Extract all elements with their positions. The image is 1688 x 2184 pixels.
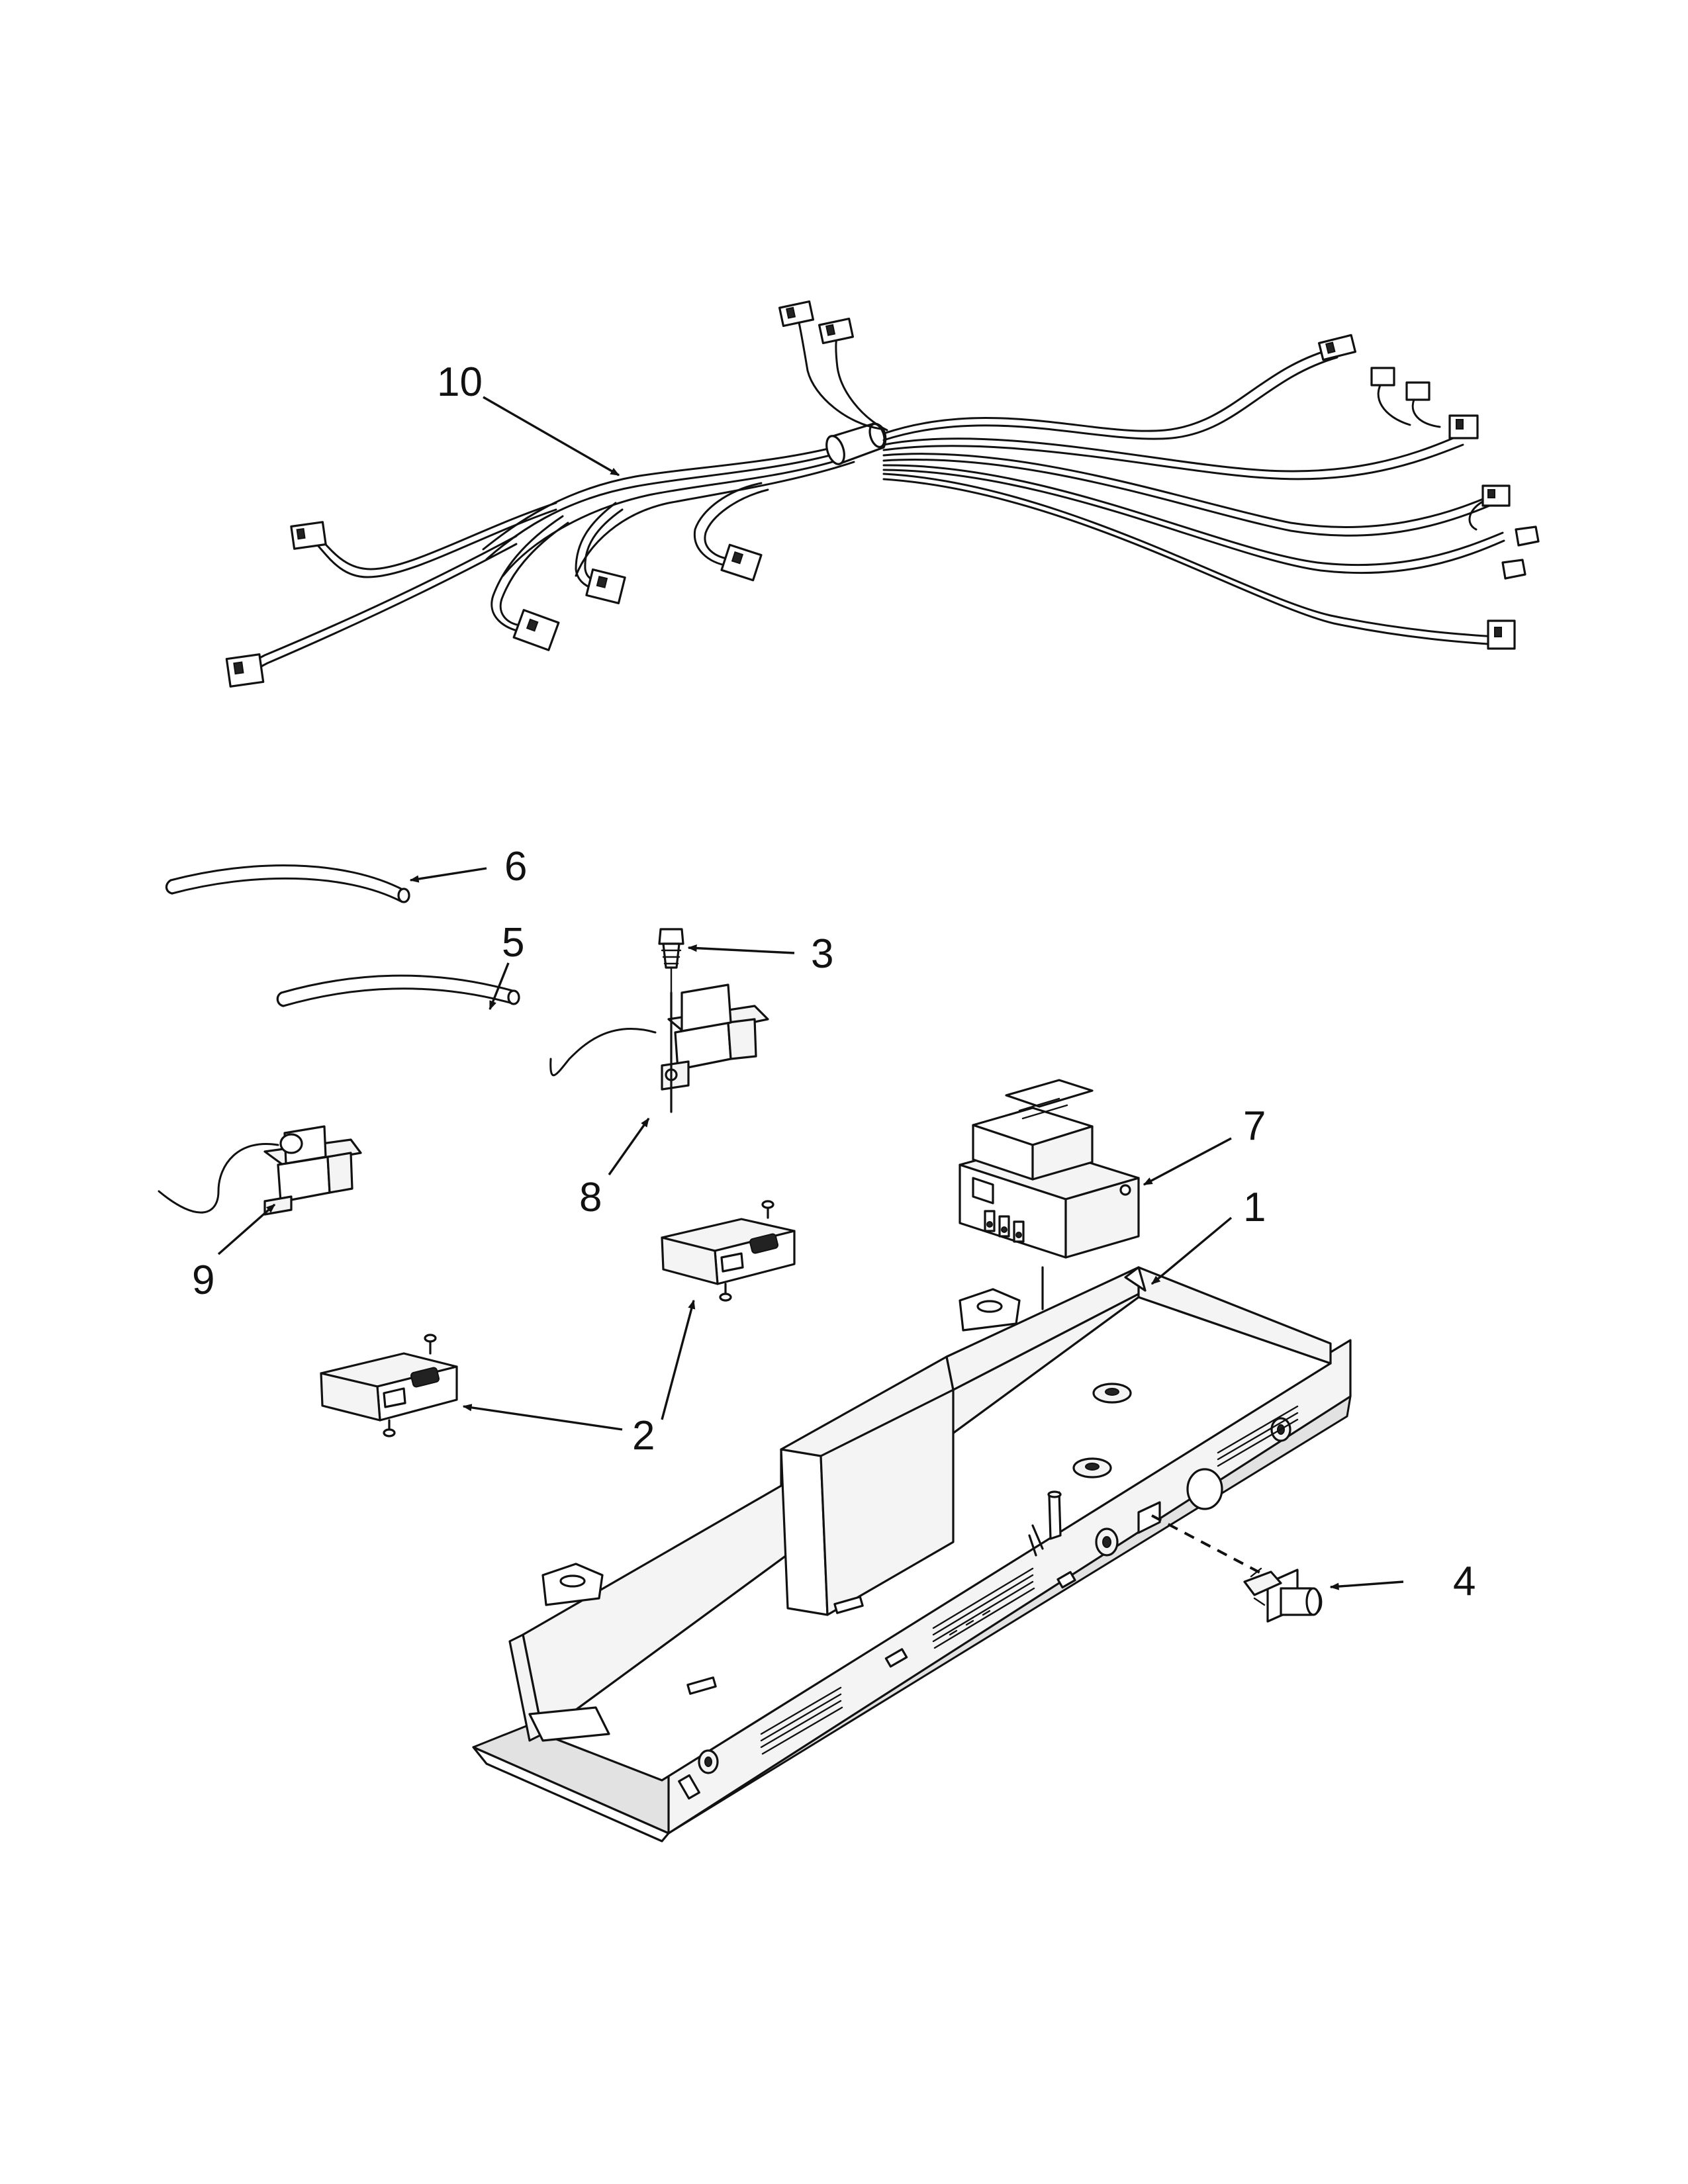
harness-connector-mid-2 bbox=[585, 568, 626, 605]
bracket-2-lower bbox=[320, 1334, 458, 1437]
callout-3: 3 bbox=[811, 931, 833, 977]
harness-connector-right-4 bbox=[1481, 484, 1511, 507]
switch-9 bbox=[158, 1125, 362, 1216]
callout-1: 1 bbox=[1243, 1185, 1266, 1230]
callout-8: 8 bbox=[579, 1175, 602, 1220]
callout-5: 5 bbox=[502, 920, 524, 966]
leader-7 bbox=[1143, 1137, 1232, 1186]
leader-4 bbox=[1329, 1580, 1404, 1590]
harness-connector-left-2 bbox=[225, 653, 265, 688]
tube-6 bbox=[165, 864, 410, 903]
leader-2-upper bbox=[661, 1299, 696, 1420]
harness-connector-right-2 bbox=[1370, 367, 1430, 401]
harness-connector-right-6 bbox=[1487, 619, 1516, 650]
callout-4: 4 bbox=[1453, 1559, 1476, 1604]
callout-7: 7 bbox=[1243, 1103, 1266, 1149]
leader-10 bbox=[483, 396, 620, 477]
harness-connector-mid-3 bbox=[720, 543, 763, 582]
callout-2: 2 bbox=[632, 1413, 655, 1459]
switch-8 bbox=[549, 983, 769, 1113]
wire-harness bbox=[225, 300, 1540, 688]
leader-5 bbox=[489, 962, 510, 1011]
harness-connector-right-5 bbox=[1501, 525, 1540, 580]
leader-lines bbox=[217, 396, 1404, 1590]
leader-3 bbox=[687, 944, 795, 954]
screw-3 bbox=[658, 928, 684, 994]
harness-connector-right-1 bbox=[1317, 334, 1357, 361]
tube-5 bbox=[276, 974, 520, 1007]
leader-6 bbox=[409, 867, 487, 883]
leader-2-lower bbox=[462, 1404, 623, 1431]
leader-8 bbox=[608, 1117, 650, 1175]
harness-connector-right-3 bbox=[1448, 414, 1479, 439]
harness-connector-left-1 bbox=[290, 521, 327, 550]
harness-connector-top-1 bbox=[778, 300, 815, 328]
callout-10: 10 bbox=[437, 359, 483, 405]
leader-9 bbox=[217, 1203, 276, 1255]
callout-labels: 10 6 5 3 8 9 7 1 2 4 bbox=[192, 359, 1476, 1604]
control-housing-1 bbox=[472, 1266, 1352, 1843]
callout-6: 6 bbox=[504, 844, 527, 889]
bracket-2-upper bbox=[661, 1200, 796, 1302]
harness-connector-mid-1 bbox=[512, 609, 560, 651]
callout-9: 9 bbox=[192, 1257, 214, 1303]
relay-terminals bbox=[984, 1210, 1025, 1243]
knob-4 bbox=[1243, 1567, 1323, 1623]
relay-7 bbox=[959, 1079, 1140, 1310]
leader-1 bbox=[1150, 1216, 1233, 1285]
harness-connector-top-2 bbox=[818, 317, 855, 345]
